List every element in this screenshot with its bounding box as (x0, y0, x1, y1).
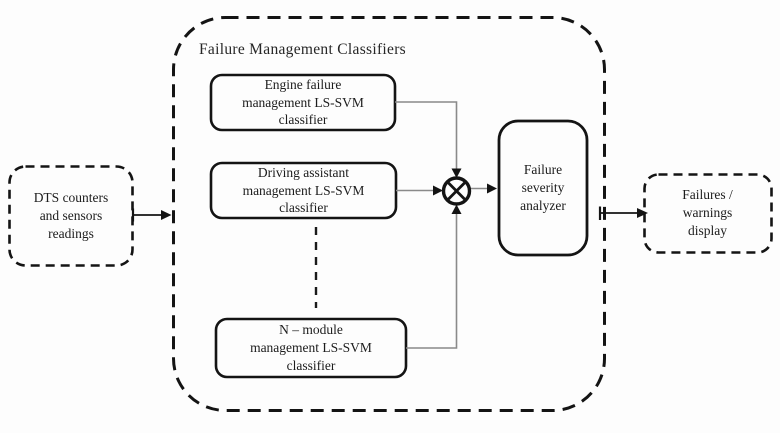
arrowhead-right-icon (433, 185, 443, 196)
failures-display-box-label: Failures / warnings display (682, 187, 733, 238)
dts-input-box-label: DTS counters and sensors readings (33, 190, 109, 241)
engine-to-combiner-connector (395, 101, 458, 171)
arrowhead-up-icon (451, 204, 462, 214)
output-arrow (598, 206, 648, 220)
arrowhead-down-icon (451, 168, 462, 178)
container-title: Failure Management Classifiers (199, 41, 407, 58)
classifiers-container-outline (172, 16, 606, 412)
engine-classifier-box-label: Engine failure management LS-SVM classif… (242, 76, 364, 128)
nmodule-to-combiner-connector (406, 213, 458, 349)
dts-input-box-outline (8, 165, 134, 267)
input-arrow (131, 208, 172, 222)
n-module-classifier-box-label: N – module management LS-SVM classifier (250, 322, 372, 373)
severity-analyzer-box-outline (497, 119, 589, 257)
severity-analyzer-box-label: Failure severity analyzer (520, 162, 566, 213)
multiplier-combiner-icon (441, 176, 472, 206)
driving-classifier-box-label: Driving assistant management LS-SVM clas… (242, 164, 365, 216)
arrowhead-right-icon (487, 183, 497, 194)
